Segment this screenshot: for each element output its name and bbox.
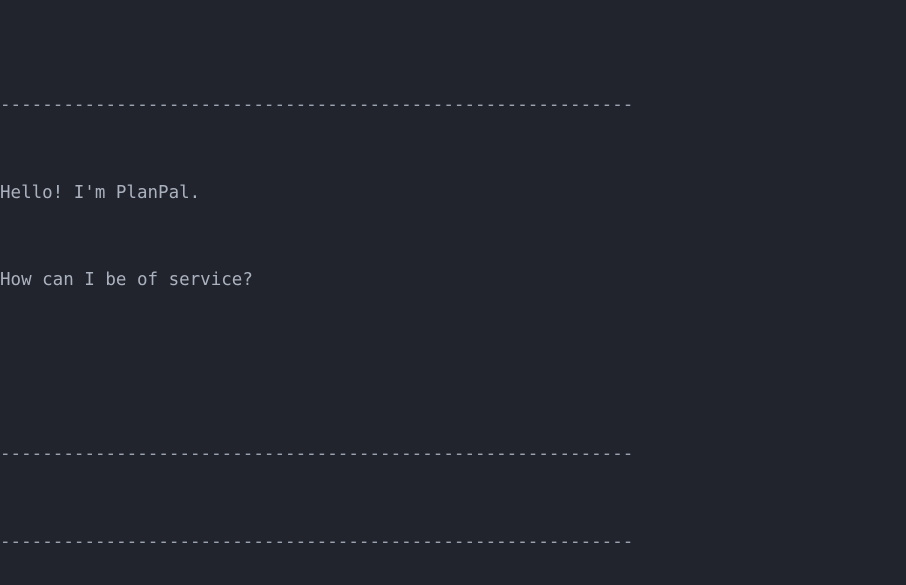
separator-line: ----------------------------------------… — [0, 531, 634, 552]
separator-line: ----------------------------------------… — [0, 444, 634, 465]
separator-line: ----------------------------------------… — [0, 95, 634, 116]
blank-line — [0, 353, 906, 382]
greeting-line-1: Hello! I'm PlanPal. — [0, 182, 201, 203]
greeting-line-2: How can I be of service? — [0, 269, 253, 290]
